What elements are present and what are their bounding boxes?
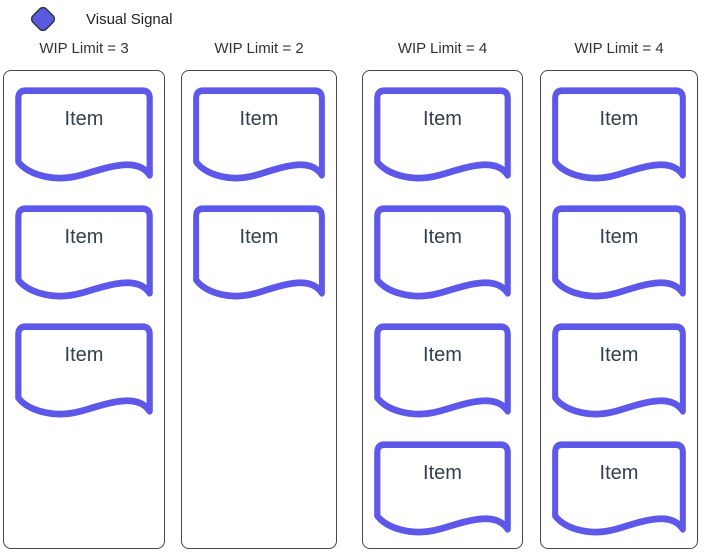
column-title: WIP Limit = 4 [574, 40, 664, 57]
item-label: Item [423, 107, 462, 130]
item-card: Item [372, 437, 513, 537]
document-shape-icon [374, 87, 511, 182]
document-shape-icon [193, 205, 325, 300]
item-label: Item [423, 461, 462, 484]
item-card: Item [13, 201, 155, 301]
column-title: WIP Limit = 2 [214, 40, 304, 57]
legend-label: Visual Signal [86, 10, 173, 28]
document-shape-icon [374, 441, 511, 536]
item-card: Item [550, 201, 688, 301]
document-shape-icon [15, 205, 153, 300]
item-label: Item [599, 225, 639, 248]
item-label: Item [239, 225, 279, 248]
item-label: Item [64, 107, 104, 130]
document-shape-icon [552, 323, 686, 418]
document-shape-icon [552, 441, 686, 536]
item-card: Item [372, 319, 513, 419]
item-card: Item [550, 437, 688, 537]
item-label: Item [423, 225, 462, 248]
visual-signal-diamond-icon [30, 6, 56, 32]
item-label: Item [64, 225, 104, 248]
item-label: Item [599, 461, 639, 484]
item-label: Item [599, 343, 639, 366]
document-shape-icon [15, 87, 153, 182]
document-shape-icon [193, 87, 325, 182]
item-label: Item [64, 343, 104, 366]
document-shape-icon [374, 205, 511, 300]
item-card: Item [191, 83, 327, 183]
item-card: Item [550, 319, 688, 419]
item-card: Item [191, 201, 327, 301]
document-shape-icon [374, 323, 511, 418]
document-shape-icon [552, 87, 686, 182]
item-card: Item [372, 83, 513, 183]
item-label: Item [239, 107, 279, 130]
item-card: Item [13, 319, 155, 419]
column-title: WIP Limit = 4 [397, 40, 488, 57]
column-title: WIP Limit = 3 [39, 40, 129, 57]
document-shape-icon [15, 323, 153, 418]
item-label: Item [423, 343, 462, 366]
document-shape-icon [552, 205, 686, 300]
item-card: Item [13, 83, 155, 183]
item-label: Item [599, 107, 639, 130]
item-card: Item [550, 83, 688, 183]
legend: Visual Signal [26, 3, 172, 35]
item-card: Item [372, 201, 513, 301]
